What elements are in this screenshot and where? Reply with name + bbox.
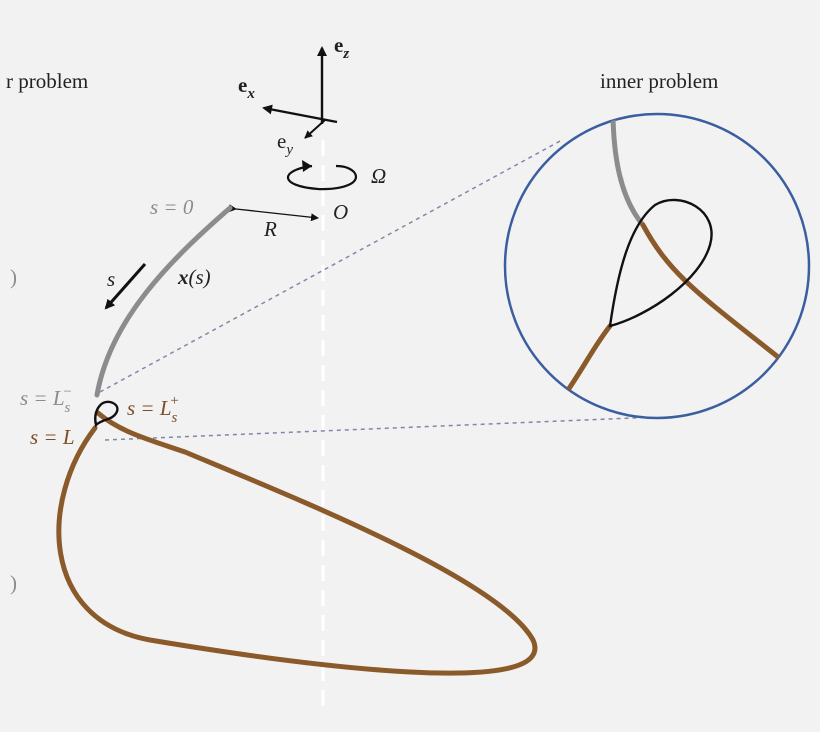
s-ls-plus-label: s = Ls+ (127, 393, 180, 426)
radius-arrow (228, 204, 319, 222)
inset-circle (503, 112, 811, 420)
ex-label: ex (238, 73, 255, 102)
inset-rod-brown-right (640, 222, 781, 360)
omega-arrowhead-icon (302, 160, 312, 172)
omega-label: Ω (371, 164, 386, 188)
rod-upper-segment (94, 205, 233, 398)
s-l-label: s = L (30, 425, 75, 449)
ey-label: ey (277, 129, 293, 158)
inset-rod-brown-left (565, 323, 613, 393)
s-zero-label: s = 0 (150, 195, 194, 219)
s-ls-minus-label: s = Ls− (20, 384, 73, 416)
inner-problem-label: inner problem (600, 69, 718, 93)
inset-loop (608, 198, 713, 328)
s-arrow-label: s (107, 267, 115, 291)
left-paren-lower: ) (10, 571, 17, 595)
outer-problem-label: r problem (6, 69, 88, 93)
s-direction-arrow (104, 263, 147, 310)
radius-label: R (263, 217, 277, 241)
omega-rotation-icon (286, 164, 357, 191)
origin-label: O (333, 200, 348, 224)
rod-lower-segment (56, 410, 538, 676)
ey-arrow (304, 119, 326, 139)
xs-label: x(s) (177, 265, 211, 289)
ez-label: ez (334, 33, 349, 62)
rod-loop (94, 400, 119, 428)
left-paren-upper: ) (10, 265, 17, 289)
ex-arrow (262, 104, 338, 124)
